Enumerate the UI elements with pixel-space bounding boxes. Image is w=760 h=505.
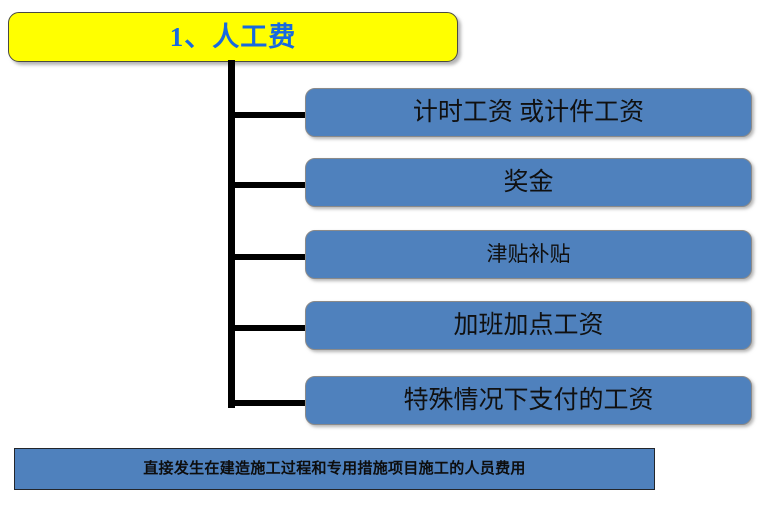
child-node-3-label: 津贴补贴 (486, 242, 571, 266)
connector-branch-1 (228, 112, 308, 118)
root-node-label: 1、人工费 (169, 21, 297, 52)
child-node-2[interactable]: 奖金 (305, 158, 752, 207)
connector-branch-2 (228, 182, 308, 188)
child-node-4-label: 加班加点工资 (453, 312, 604, 339)
connector-branch-3 (228, 254, 308, 260)
footer-note-label: 直接发生在建造施工过程和专用措施项目施工的人员费用 (143, 460, 526, 477)
child-node-2-label: 奖金 (503, 169, 554, 196)
connector-branch-5 (228, 400, 308, 406)
child-node-5-label: 特殊情况下支付的工资 (403, 387, 654, 414)
child-node-5[interactable]: 特殊情况下支付的工资 (305, 376, 752, 425)
child-node-1-label: 计时工资 或计件工资 (412, 99, 645, 126)
child-node-3[interactable]: 津贴补贴 (305, 230, 752, 279)
child-node-4[interactable]: 加班加点工资 (305, 301, 752, 350)
root-node-labor-cost[interactable]: 1、人工费 (8, 12, 458, 62)
connector-branch-4 (228, 325, 308, 331)
footer-note-bar[interactable]: 直接发生在建造施工过程和专用措施项目施工的人员费用 (14, 448, 655, 490)
connector-trunk-line (228, 60, 235, 408)
child-node-1[interactable]: 计时工资 或计件工资 (305, 88, 752, 137)
